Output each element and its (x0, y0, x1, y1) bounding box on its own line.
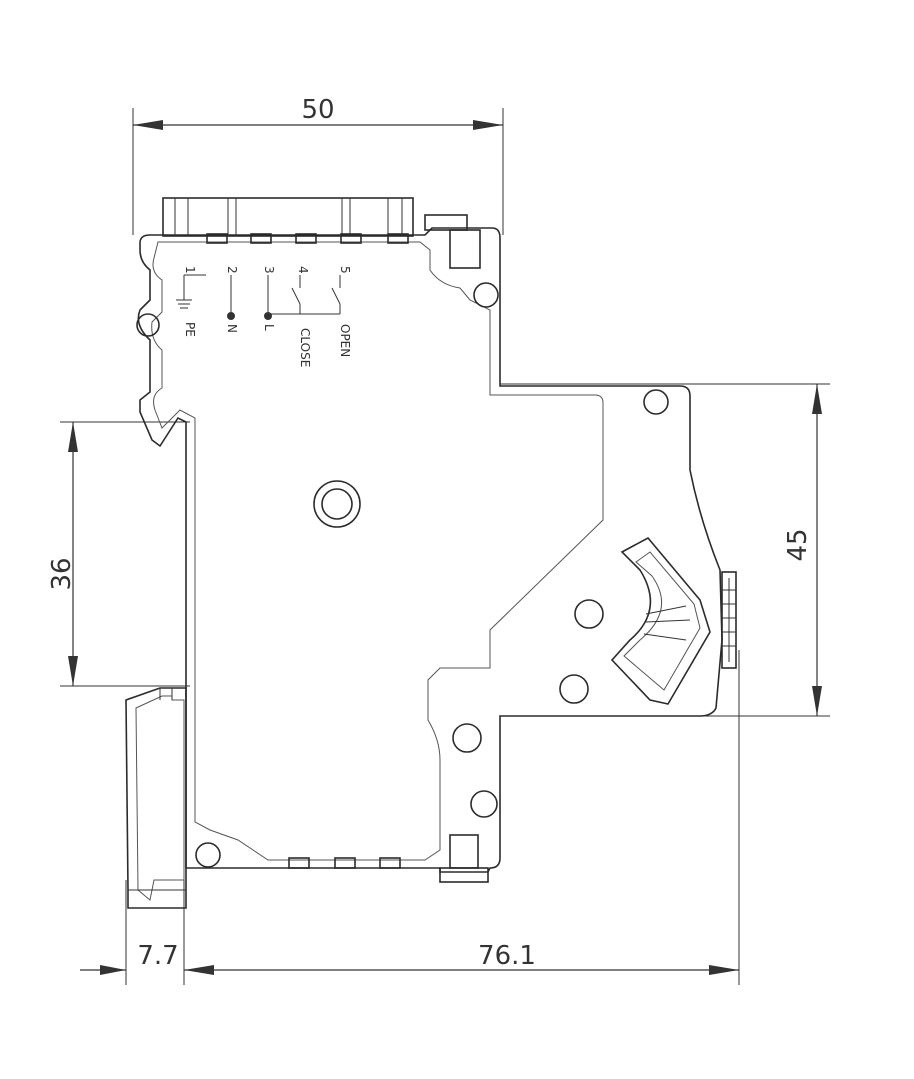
device-body (125, 197, 737, 909)
dim-top-width: 50 (301, 95, 334, 125)
terminal-label-5: 5 (338, 266, 352, 274)
label-n: N (225, 324, 239, 333)
terminal-label-1: 1 (183, 266, 197, 274)
label-open: OPEN (338, 324, 352, 357)
label-l: L (262, 324, 276, 331)
dim-bottom-total: 76.1 (478, 941, 536, 971)
terminal-label-3: 3 (262, 266, 276, 274)
label-close: CLOSE (298, 328, 312, 367)
dim-right-height: 45 (783, 528, 813, 561)
dimension-lines (60, 108, 830, 985)
terminal-label-4: 4 (296, 266, 310, 274)
dim-bottom-left: 7.7 (137, 941, 178, 971)
terminal-label-2: 2 (225, 266, 239, 274)
wiring-diagram (176, 274, 341, 320)
label-pe: PE (183, 322, 197, 337)
dim-left-height: 36 (47, 557, 77, 590)
